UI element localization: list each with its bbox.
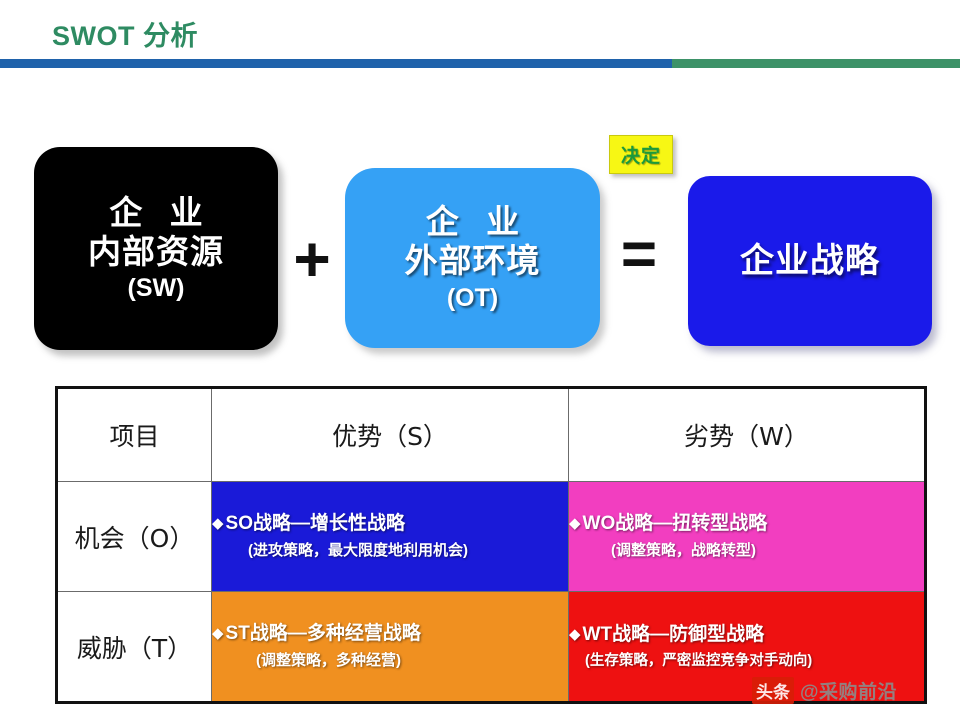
decision-badge: 决定 [609, 135, 673, 174]
header-divider [0, 59, 960, 68]
cell-so-subtitle: (进攻策略，最大限度地利用机会) [248, 542, 468, 559]
external-environment-line2: 外部环境 [404, 242, 541, 279]
cell-wt-title-line: ◆WT战略—防御型战略 [569, 623, 924, 647]
cell-so-strategy: ◆SO战略—增长性战略 (进攻策略，最大限度地利用机会) [211, 481, 569, 592]
cell-wt-subtitle: (生存策略，严密监控竞争对手动向) [585, 653, 813, 670]
internal-resources-line1: 企 业 [109, 193, 212, 231]
cell-st-strategy: ◆ST战略—多种经营战略 (调整策略，多种经营) [211, 591, 569, 703]
row-label-opportunities: 机会（O） [56, 481, 212, 592]
corporate-strategy-label: 企业战略 [740, 241, 880, 280]
watermark: 头条 @采购前沿 [752, 677, 897, 704]
diamond-bullet-icon: ◆ [212, 515, 224, 533]
swot-matrix-table: 项目 优势（S） 劣势（W） 机会（O） ◆SO战略—增长性战略 (进攻策略，最… [55, 386, 927, 704]
header-divider-blue-segment [0, 59, 672, 68]
corporate-strategy-box: 企业战略 [688, 176, 932, 346]
external-environment-box: 企 业 外部环境 (OT) [345, 168, 600, 348]
cell-so-title: SO战略—增长性战略 [225, 513, 405, 535]
equals-operator-icon: = [620, 220, 658, 289]
diamond-bullet-icon: ◆ [212, 625, 224, 643]
page-title: SWOT 分析 [52, 21, 198, 51]
table-header-row: 项目 优势（S） 劣势（W） [56, 387, 926, 482]
equation-diagram: 企 业 内部资源 (SW) + 企 业 外部环境 (OT) 决定 = 企业战略 [0, 120, 960, 365]
plus-operator-icon: + [293, 223, 331, 295]
watermark-handle: @采购前沿 [800, 682, 898, 703]
row-label-threats: 威胁（T） [56, 591, 212, 703]
decision-badge-label: 决定 [620, 146, 661, 167]
table-row: 威胁（T） ◆ST战略—多种经营战略 (调整策略，多种经营) ◆WT战略—防御型… [56, 591, 926, 703]
slide-header: SWOT 分析 [0, 0, 960, 70]
internal-resources-box: 企 业 内部资源 (SW) [34, 147, 278, 350]
diamond-bullet-icon: ◆ [569, 515, 581, 533]
cell-wt-title: WT战略—防御型战略 [582, 623, 765, 645]
internal-resources-line3: (SW) [127, 274, 185, 303]
cell-st-title: ST战略—多种经营战略 [225, 623, 421, 645]
table-row: 机会（O） ◆SO战略—增长性战略 (进攻策略，最大限度地利用机会) ◆WO战略… [56, 481, 926, 592]
external-environment-line3: (OT) [446, 283, 499, 312]
internal-resources-line2: 内部资源 [88, 232, 224, 270]
cell-wo-title: WO战略—扭转型战略 [582, 513, 768, 535]
cell-st-title-line: ◆ST战略—多种经营战略 [212, 622, 568, 646]
diamond-bullet-icon: ◆ [569, 625, 581, 643]
cell-st-subtitle: (调整策略，多种经营) [256, 652, 401, 669]
cell-wo-strategy: ◆WO战略—扭转型战略 (调整策略，战略转型) [568, 481, 926, 592]
cell-so-title-line: ◆SO战略—增长性战略 [212, 512, 568, 536]
watermark-logo: 头条 [752, 677, 794, 704]
cell-wo-subtitle: (调整策略，战略转型) [611, 542, 756, 559]
external-environment-line1: 企 业 [425, 203, 529, 241]
header-divider-green-segment [672, 59, 960, 68]
header-cell-strengths: 优势（S） [211, 387, 569, 482]
header-cell-item: 项目 [56, 387, 212, 482]
cell-wo-title-line: ◆WO战略—扭转型战略 [569, 512, 924, 536]
cell-wt-strategy: ◆WT战略—防御型战略 (生存策略，严密监控竞争对手动向) [568, 591, 926, 703]
header-cell-weaknesses: 劣势（W） [568, 387, 926, 482]
